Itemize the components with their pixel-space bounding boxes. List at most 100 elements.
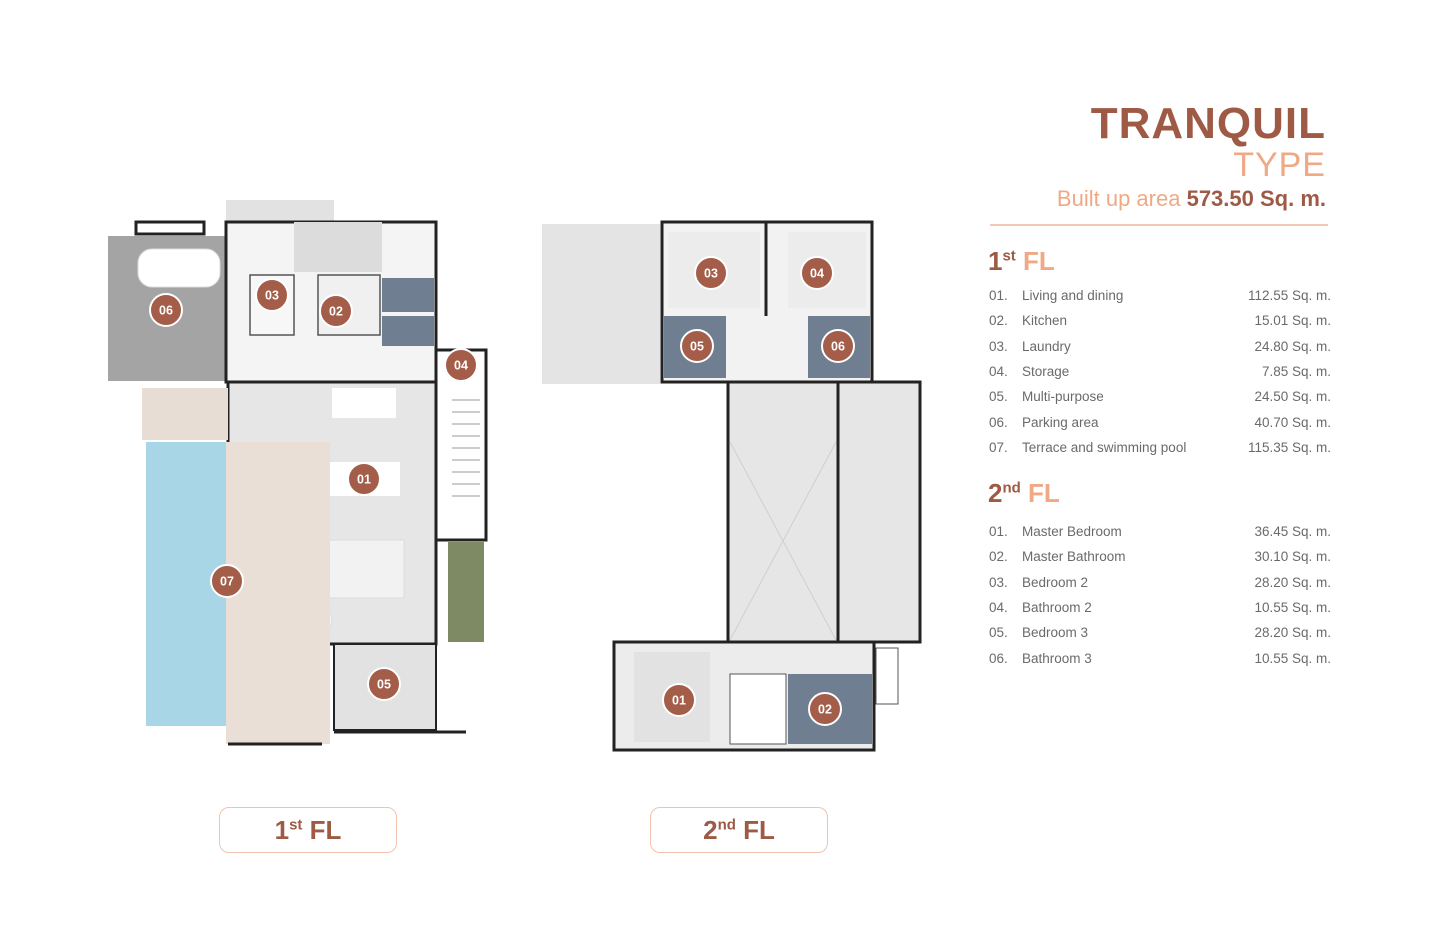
kitchen-island (332, 388, 396, 418)
terrace-deck (226, 442, 330, 744)
room-number: 01. (989, 524, 1008, 539)
built-up-area: Built up area 573.50 Sq. m. (1057, 186, 1326, 212)
floor1-button-fl: FL (309, 815, 342, 845)
room-number: 02. (989, 313, 1008, 329)
model-type: TYPE (1233, 146, 1326, 184)
roof-terrace (542, 224, 660, 384)
room-area: 28.20 Sq. m. (1254, 574, 1331, 590)
room-area: 40.70 Sq. m. (1254, 414, 1331, 430)
badge-circle (367, 667, 401, 701)
badge-circle (800, 256, 834, 290)
room-name: Kitchen (1022, 313, 1068, 329)
model-name: TRANQUIL (1090, 99, 1326, 148)
room-number: 04. (989, 363, 1008, 379)
room-number: 06. (989, 414, 1008, 430)
badge-label: 04 (810, 267, 824, 281)
badge-label: 01 (672, 694, 686, 708)
room-number: 07. (989, 439, 1008, 455)
room-area: 112.55 Sq. m. (1247, 288, 1331, 303)
stair-hall (836, 380, 922, 644)
service-yard (226, 200, 334, 224)
room-name: Master Bedroom (1022, 524, 1122, 539)
room-name: Terrace and swimming pool (1022, 439, 1187, 455)
badge-label: 06 (159, 304, 173, 318)
floor2-badge: 04 (800, 256, 834, 290)
floor1-button-suffix: st (289, 816, 303, 834)
room-area: 10.55 Sq. m. (1254, 599, 1331, 615)
floor2-heading-suffix: nd (1002, 479, 1021, 497)
floor1-badge: 01 (347, 462, 381, 496)
badge-circle (680, 329, 714, 363)
room-number: 02. (989, 549, 1008, 565)
room-area: 15.01 Sq. m. (1254, 313, 1331, 329)
room-row: 06. Bathroom 3 10.55 Sq. m. (989, 651, 1331, 671)
badge-label: 01 (357, 473, 371, 487)
floor1-button[interactable]: 1st FL (219, 807, 397, 853)
room-number: 05. (989, 389, 1008, 405)
room-number: 01. (989, 288, 1008, 303)
wc-2 (382, 316, 434, 346)
floor2-badge: 03 (694, 256, 728, 290)
room-row: 04. Storage 7.85 Sq. m. (989, 364, 1331, 384)
badge-circle (821, 329, 855, 363)
room-name: Bathroom 3 (1022, 650, 1092, 666)
floor1-badge: 06 (149, 293, 183, 327)
badge-circle (444, 348, 478, 382)
garden-strip (448, 542, 484, 642)
floor2-button-suffix: nd (717, 816, 736, 834)
floor1-badge: 04 (444, 348, 478, 382)
stair-treads (452, 399, 480, 497)
badge-circle (694, 256, 728, 290)
floor2-heading-fl: FL (1028, 478, 1060, 508)
room-name: Storage (1022, 363, 1070, 379)
floor1-badge: 05 (367, 667, 401, 701)
room-number: 03. (989, 338, 1008, 354)
room-area: 7.85 Sq. m. (1261, 363, 1331, 379)
floor2-badge: 02 (808, 692, 842, 726)
title-divider (990, 224, 1328, 226)
badge-label: 05 (690, 340, 704, 354)
room-number: 06. (989, 650, 1008, 666)
room-row: 01. Living and dining 112.55 Sq. m. (989, 288, 1331, 308)
badge-label: 04 (454, 359, 468, 373)
badge-label: 07 (220, 575, 234, 589)
car-icon (137, 248, 221, 288)
room-name: Multi-purpose (1022, 389, 1104, 405)
badge-circle (149, 293, 183, 327)
badge-label: 02 (818, 703, 832, 717)
room-area: 24.50 Sq. m. (1254, 389, 1331, 405)
void-line-b (729, 441, 837, 641)
room-name: Bathroom 2 (1022, 599, 1092, 615)
floor1-button-number: 1 (274, 815, 290, 845)
room-name: Bedroom 2 (1022, 574, 1089, 590)
floor2-button[interactable]: 2nd FL (650, 807, 828, 853)
room-area: 36.45 Sq. m. (1254, 524, 1331, 539)
corridor-void (726, 380, 840, 644)
floor2-plan (542, 220, 922, 752)
laundry-yard (294, 222, 382, 272)
room-name: Living and dining (1022, 288, 1124, 303)
floor1-badge: 03 (255, 278, 289, 312)
floor2-heading: 2nd FL (988, 478, 1060, 509)
room-area: 10.55 Sq. m. (1254, 650, 1331, 666)
badge-circle (255, 278, 289, 312)
room-area: 28.20 Sq. m. (1254, 625, 1331, 641)
floor1-badge: 02 (319, 294, 353, 328)
badge-label: 03 (265, 289, 279, 303)
room-area: 115.35 Sq. m. (1247, 439, 1331, 455)
floor2-button-number: 2 (703, 815, 718, 845)
room-name: Master Bathroom (1022, 549, 1126, 565)
bathtub (875, 647, 899, 705)
built-up-label: Built up area (1056, 186, 1181, 211)
room-number: 03. (989, 574, 1008, 590)
badge-label: 03 (704, 267, 718, 281)
floor1-heading-fl: FL (1023, 246, 1055, 276)
room-name: Bedroom 3 (1022, 625, 1089, 641)
badge-circle (347, 462, 381, 496)
badge-circle (808, 692, 842, 726)
